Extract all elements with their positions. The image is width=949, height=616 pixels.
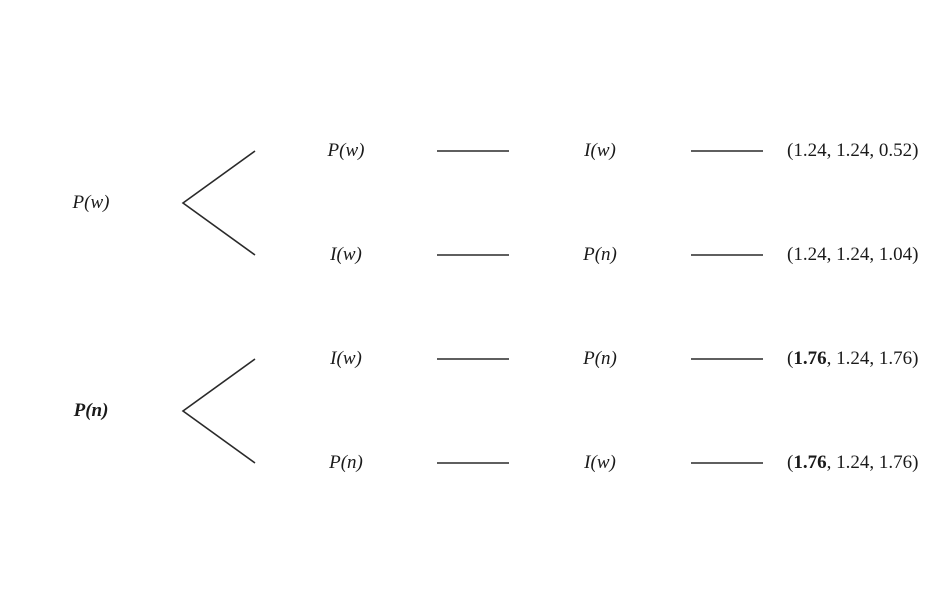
- first-move-node: I(w): [330, 348, 362, 369]
- payoff-rest-values: , 1.24, 1.76): [826, 452, 919, 473]
- payoff-rest-values: , 1.24, 1.76): [826, 348, 919, 369]
- first-move-node: I(w): [330, 244, 362, 265]
- payoff-first-value: 1.24: [793, 140, 827, 161]
- payoff-first-value: 1.76: [793, 452, 827, 473]
- payoff-vector: (1.24, 1.24, 1.04): [787, 244, 919, 265]
- first-move-node: P(w): [327, 140, 365, 161]
- root-node-group-2: P(n): [73, 400, 109, 421]
- second-move-node: I(w): [584, 452, 616, 473]
- payoff-first-value: 1.76: [793, 348, 827, 369]
- second-move-node: P(n): [583, 348, 617, 369]
- payoff-vector: (1.76, 1.24, 1.76): [787, 348, 919, 369]
- payoff-vector: (1.76, 1.24, 1.76): [787, 452, 919, 473]
- first-move-node: P(n): [329, 452, 363, 473]
- fork-lines-group-2: [181, 358, 256, 464]
- payoff-rest-values: , 1.24, 0.52): [826, 140, 919, 161]
- second-move-node: P(n): [583, 244, 617, 265]
- payoff-rest-values: , 1.24, 1.04): [826, 244, 919, 265]
- payoff-first-value: 1.24: [793, 244, 827, 265]
- payoff-vector: (1.24, 1.24, 0.52): [787, 140, 919, 161]
- second-move-node: I(w): [584, 140, 616, 161]
- fork-lines-group-1: [181, 150, 256, 256]
- root-node-group-1: P(w): [72, 192, 110, 213]
